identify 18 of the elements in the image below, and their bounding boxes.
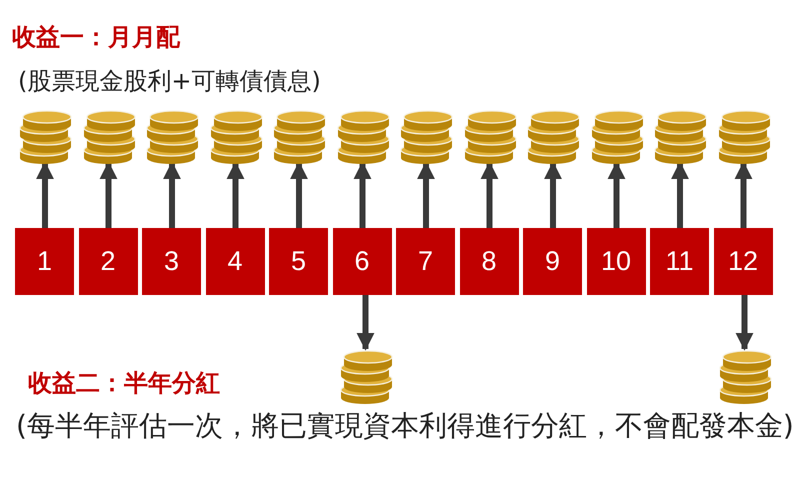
month-box: 10: [586, 228, 646, 295]
month-box: 2: [78, 228, 138, 295]
arrow: [736, 295, 754, 351]
month-box: 8: [460, 228, 518, 295]
month-box: 9: [523, 228, 582, 295]
month-box: 7: [396, 228, 455, 295]
month-box: 1: [15, 228, 74, 295]
note: (每半年評估一次，將已實現資本利得進行分紅，不會配發本金): [16, 408, 795, 443]
month-box: 11: [650, 228, 709, 295]
month-box: 6: [332, 228, 392, 295]
month-box: 4: [206, 228, 264, 295]
month-box: 3: [142, 228, 201, 295]
heading: 收益一：月月配: [12, 22, 182, 52]
month-box: 12: [714, 228, 772, 295]
note: (股票現金股利+可轉債債息): [18, 66, 322, 96]
month-box: 5: [269, 228, 328, 295]
arrow: [356, 295, 374, 351]
heading: 收益二：半年分紅: [28, 368, 221, 398]
